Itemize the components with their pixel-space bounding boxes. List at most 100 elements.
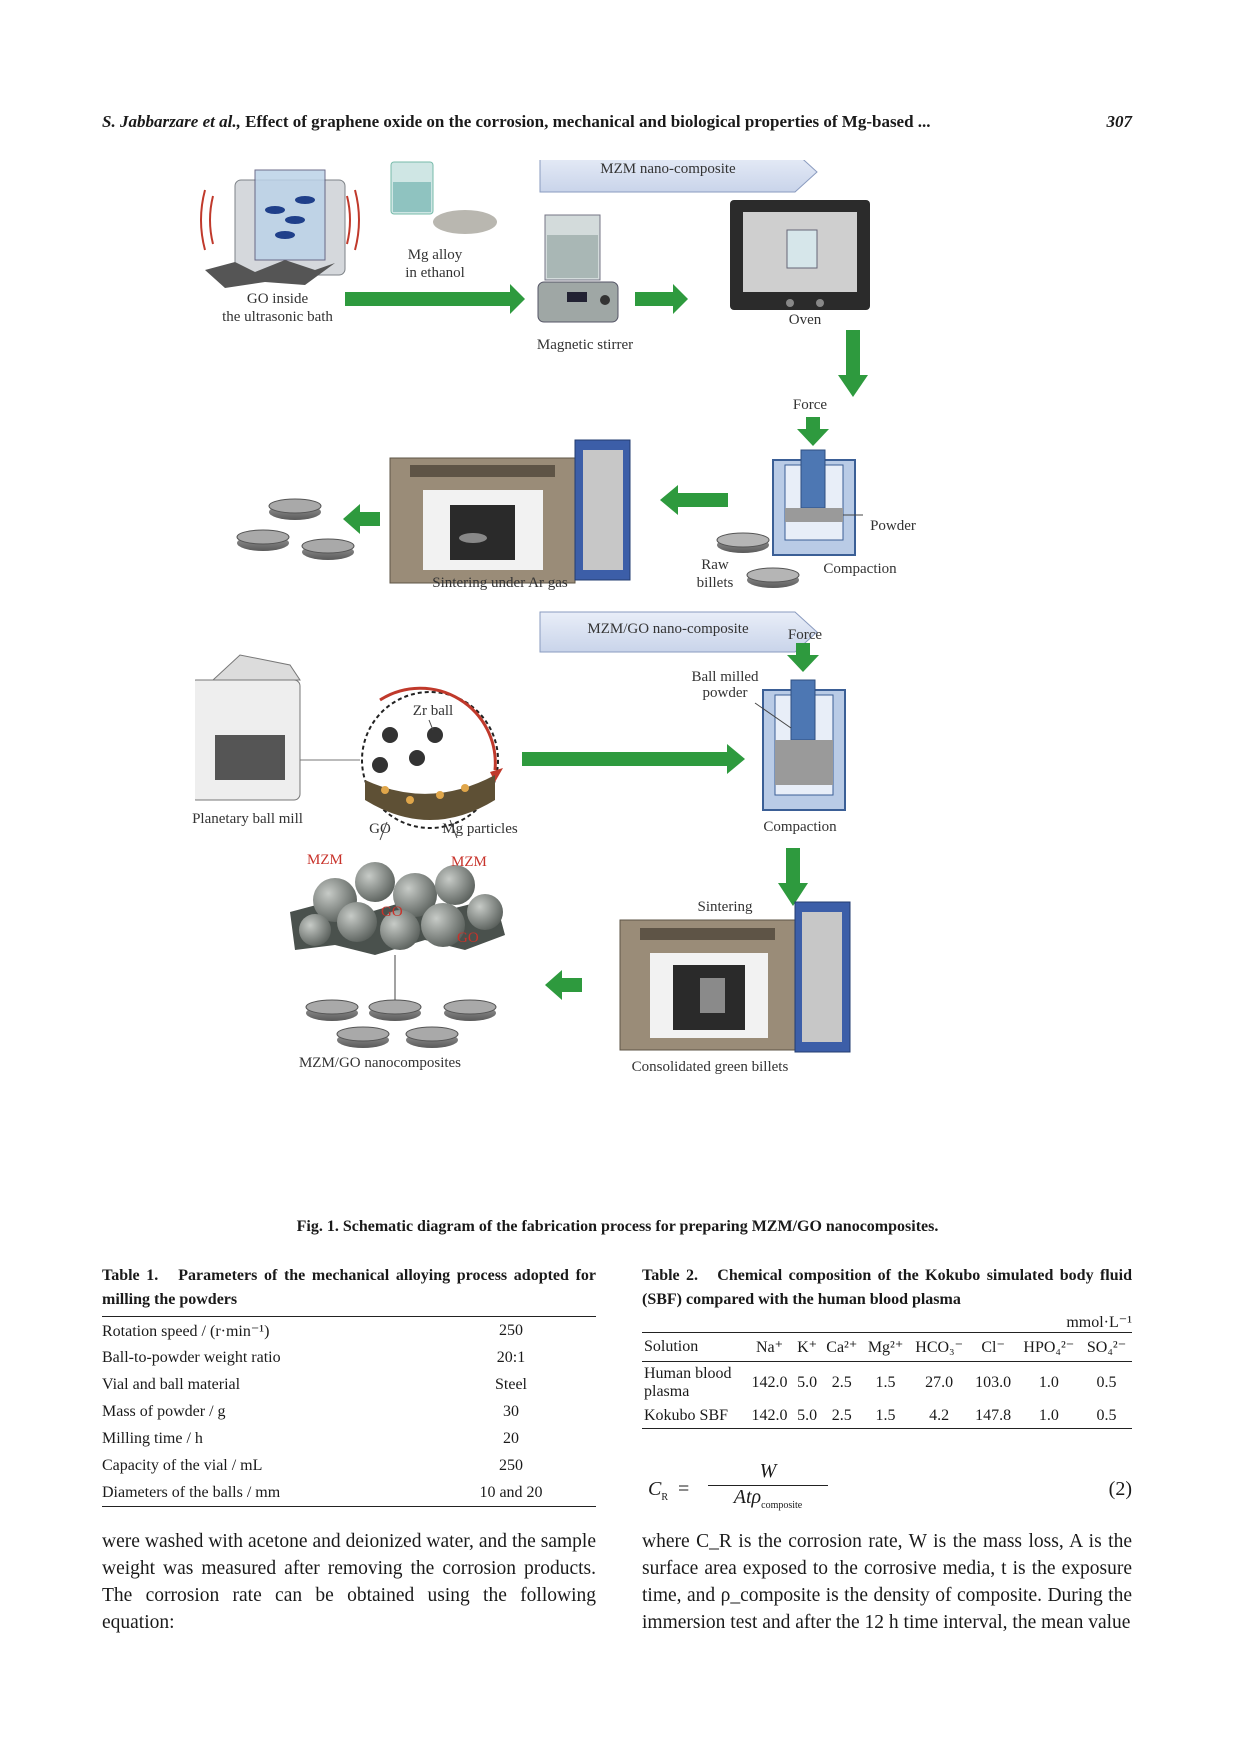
compaction-die-1 [772,449,863,556]
table-cell: Vial and ball material [102,1375,241,1393]
table-cell: 147.8 [975,1407,1012,1424]
column-header: Ca²⁺ [821,1332,863,1362]
sintered-billets [236,498,355,560]
table-2-unit: mmol·L⁻¹ [1066,1314,1132,1331]
label-mg-particles: Mg particles [442,821,518,837]
equation-lhs: CR = [648,1478,690,1503]
table-1-caption: Table 1. Parameters of the mechanical al… [102,1264,596,1312]
label-planetary: Planetary ball mill [192,811,303,827]
table-cell: 10 and 20 [479,1483,543,1501]
table-cell: 1.0 [1038,1374,1059,1391]
header-title: Effect of graphene oxide on the corrosio… [245,112,931,131]
oven-illustration [730,200,870,310]
table-2-grid: Solution Na⁺ K⁺ Ca²⁺ Mg²⁺ HCO₃⁻ Cl⁻ HPO₄… [642,1332,1132,1429]
magnetic-stirrer-illustration [537,214,619,323]
table-row: Human blood plasma 142.0 5.0 2.5 1.5 27.… [642,1362,1132,1405]
table-cell: Mass of powder / g [102,1402,226,1420]
table-cell: 4.2 [929,1407,950,1424]
label-mzm-b: MZM [451,854,487,870]
label-billets: billets [696,575,734,591]
table-1-label: Table 1. [102,1267,159,1284]
banner-mid-label: MZM/GO nano-composite [587,621,749,637]
table-2-label: Table 2. [642,1267,699,1284]
column-header: K⁺ [793,1332,822,1362]
final-billets [305,999,497,1048]
banner-mzm-go [539,611,818,653]
label-powder-2: powder [702,685,748,701]
equation-fraction: W Atρcomposite [708,1460,828,1511]
header-authors: S. Jabbarzare et al., [102,112,241,131]
label-go-a: GO [381,904,403,920]
label-sintering: Sintering [697,899,753,915]
arrow-to-oven [635,284,688,314]
label-go-b: GO [457,930,479,946]
arrow-to-compaction-2 [522,744,745,774]
label-mzm-a: MZM [307,852,343,868]
table-cell: 1.5 [875,1407,896,1424]
label-zr-ball: Zr ball [412,703,454,719]
body-text-right: where C_R is the corrosion rate, W is th… [642,1531,1132,1633]
table-cell: Kokubo SBF [644,1407,729,1424]
banner-top-label: MZM nano-composite [600,161,736,177]
table-cell: 0.5 [1096,1374,1117,1391]
equation-denominator-text: Atρ [733,1486,762,1508]
arrow-to-furnace [660,485,728,515]
table-cell: Diameters of the balls / mm [102,1483,281,1501]
label-magnetic-stirrer: Magnetic stirrer [536,337,634,353]
label-ball-milled: Ball milled [691,669,759,685]
table-row: Milling time / h 20 [102,1425,596,1452]
table-1: Table 1. Parameters of the mechanical al… [102,1264,596,1507]
figure-1-diagram [189,151,870,1053]
table-cell: 20:1 [496,1348,526,1366]
furnace-2-illustration [619,901,851,1053]
label-powder: Powder [870,518,916,534]
label-go: GO [369,821,391,837]
table-cell: Rotation speed / (r·min⁻¹) [102,1322,270,1340]
label-oven: Oven [788,312,822,328]
equation-lhs-subscript: R [661,1492,669,1503]
figure-caption: Fig. 1. Schematic diagram of the fabrica… [296,1218,939,1235]
arrow-down-compaction [778,848,808,906]
column-header: HCO₃⁻ [908,1332,970,1362]
arrow-to-composites [545,970,582,1000]
column-header: Solution [642,1332,746,1362]
table-cell: 5.0 [797,1407,818,1424]
milling-jar-illustration [361,686,503,841]
table-2: Table 2. Chemical composition of the Kok… [642,1264,1132,1429]
table-cell: 250 [499,1321,523,1339]
label-mg-alloy: Mg alloy [407,247,463,263]
label-sintering-ar: Sintering under Ar gas [432,575,568,591]
table-row: Diameters of the balls / mm 10 and 20 [102,1479,596,1507]
label-compaction-2: Compaction [763,819,837,835]
table-cell: 142.0 [751,1407,788,1424]
table-cell: Milling time / h [102,1429,203,1447]
table-row: Mass of powder / g 30 [102,1398,596,1425]
table-cell: 1.0 [1038,1407,1059,1424]
equation-denominator-subscript: composite [761,1500,803,1511]
table-row: Kokubo SBF 142.0 5.0 2.5 1.5 4.2 147.8 1… [642,1404,1132,1429]
label-ultrasonic: the ultrasonic bath [222,309,333,325]
mg-alloy-beaker-illustration [390,161,497,234]
column-header: Mg²⁺ [862,1332,909,1362]
table-cell: 20 [503,1429,519,1447]
table-1-grid: Rotation speed / (r·min⁻¹)250 Ball-to-po… [102,1316,596,1507]
column-header: Cl⁻ [969,1332,1017,1362]
ultrasonic-bath-illustration [200,169,360,288]
table-2-caption-text: Chemical composition of the Kokubo simul… [642,1267,1132,1308]
equation-lhs-symbol: C [648,1478,662,1500]
furnace-1-illustration [389,439,631,584]
figure-1: MZM nano-composite MZM/GO nano-composite… [189,151,1045,1220]
nanocomposite-structure-illustration [290,862,505,1005]
table-cell: 1.5 [875,1374,896,1391]
table-cell: 250 [499,1456,523,1474]
table-cell: 2.5 [831,1374,852,1391]
label-force-1: Force [792,397,828,413]
table-cell: 5.0 [797,1374,818,1391]
column-header: Na⁺ [746,1332,793,1362]
label-compaction-1: Compaction [823,561,897,577]
table-cell: Steel [495,1375,527,1393]
equation-numerator: W [708,1460,828,1486]
table-header-row: Solution Na⁺ K⁺ Ca²⁺ Mg²⁺ HCO₃⁻ Cl⁻ HPO₄… [642,1332,1132,1362]
table-cell: 30 [503,1402,519,1420]
planetary-ball-mill-illustration [189,654,360,801]
